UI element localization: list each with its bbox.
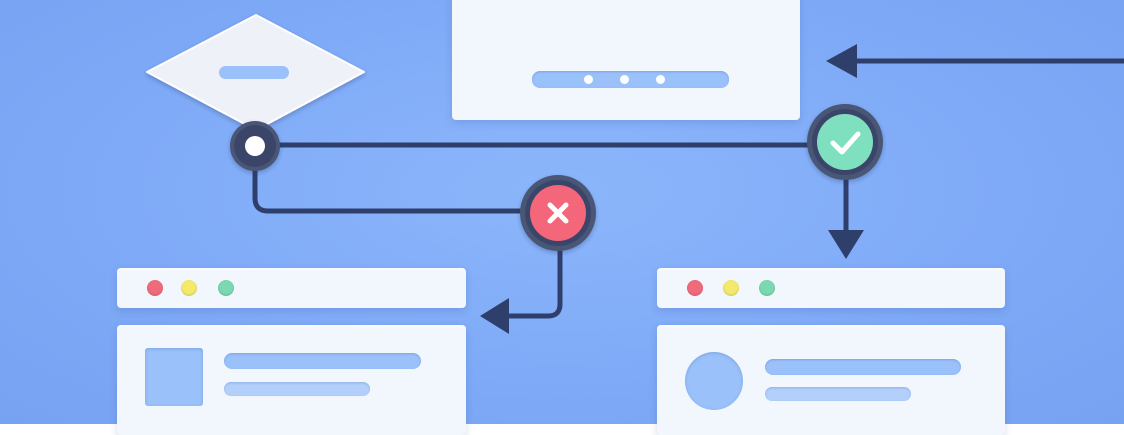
- text-placeholder-line: [224, 382, 370, 396]
- circle-node-icon: [245, 136, 265, 156]
- text-placeholder-line: [765, 359, 961, 375]
- progress-dot: [656, 75, 665, 84]
- top-panel-progress-bar: [532, 71, 729, 88]
- close-icon: [547, 202, 569, 224]
- left-window-body: [117, 325, 466, 435]
- image-placeholder: [145, 348, 203, 406]
- text-placeholder-line: [765, 387, 911, 401]
- flow-connectors: [146, 14, 1124, 334]
- check-icon: [830, 131, 861, 155]
- decision-diamond-label-bar: [219, 66, 289, 79]
- right-window-titlebar: [657, 268, 1005, 308]
- window-minimize-dot: [723, 280, 739, 296]
- arrow-icon: [828, 230, 864, 259]
- start-node: [230, 121, 280, 171]
- window-maximize-dot: [759, 280, 775, 296]
- window-maximize-dot: [218, 280, 234, 296]
- left-window-titlebar: [117, 268, 466, 308]
- avatar-placeholder: [685, 352, 743, 410]
- success-node: [807, 104, 883, 180]
- connector-error-to-left-window: [502, 212, 563, 319]
- window-close-dot: [687, 280, 703, 296]
- arrow-icon: [826, 44, 857, 78]
- right-window-body: [657, 325, 1005, 435]
- progress-dot: [620, 75, 629, 84]
- top-panel: [452, 0, 800, 120]
- window-close-dot: [147, 280, 163, 296]
- progress-dot: [584, 75, 593, 84]
- arrow-icon: [480, 298, 509, 334]
- error-node: [520, 175, 596, 251]
- text-placeholder-line: [224, 353, 421, 369]
- connector-to-error: [252, 147, 561, 214]
- window-minimize-dot: [181, 280, 197, 296]
